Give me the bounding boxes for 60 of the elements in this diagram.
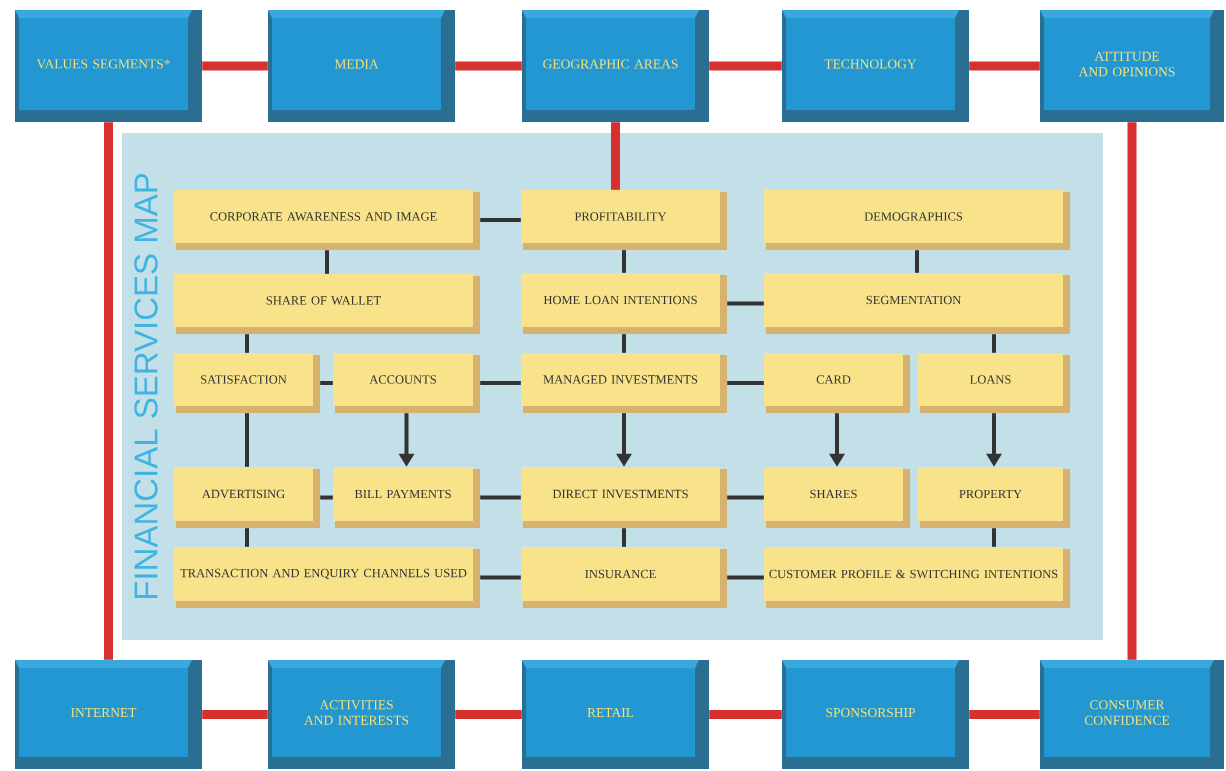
block: MEDIA xyxy=(268,10,455,122)
topic-box: BILL PAYMENTS xyxy=(333,467,480,528)
connector-line xyxy=(992,528,996,547)
topic-box: TRANSACTION AND ENQUIRY CHANNELS USED xyxy=(174,547,480,608)
block: RETAIL xyxy=(522,660,709,769)
connector-line xyxy=(622,250,626,273)
topic-box: CORPORATE AWARENESS AND IMAGE xyxy=(174,190,480,250)
block: CONSUMER CONFIDENCE xyxy=(1040,660,1224,769)
connector-line xyxy=(709,61,782,71)
connector-line xyxy=(245,413,249,467)
connector-line xyxy=(104,122,113,660)
connector-line xyxy=(969,710,1040,719)
connector-line xyxy=(622,528,626,547)
topic-box: PROPERTY xyxy=(918,467,1070,528)
topic-box: SATISFACTION xyxy=(174,353,320,413)
block: ACTIVITIES AND INTERESTS xyxy=(268,660,455,769)
topic-box: PROFITABILITY xyxy=(521,190,727,250)
connector-line xyxy=(992,334,996,353)
connector-line xyxy=(320,381,333,385)
block: ATTITUDE AND OPINIONS xyxy=(1040,10,1224,122)
connector-line xyxy=(480,575,521,580)
connector-line xyxy=(455,61,522,71)
topic-box: SEGMENTATION xyxy=(764,273,1070,334)
topic-box: SHARE OF WALLET xyxy=(174,274,480,334)
connector-line xyxy=(915,250,919,273)
connector-line xyxy=(727,575,764,580)
block: SPONSORSHIP xyxy=(782,660,969,769)
block: GEOGRAPHIC AREAS xyxy=(522,10,709,122)
connector-line xyxy=(611,122,620,190)
connector-line xyxy=(622,334,626,353)
connector-line xyxy=(202,61,268,71)
connector-line xyxy=(202,710,268,719)
topic-box: SHARES xyxy=(764,467,910,528)
connector-line xyxy=(727,381,764,385)
topic-box: MANAGED INVESTMENTS xyxy=(521,353,727,413)
connector-line xyxy=(245,334,249,353)
connector-line xyxy=(320,495,333,500)
topic-box: ACCOUNTS xyxy=(333,353,480,413)
connector-line xyxy=(727,301,764,306)
topic-box: CUSTOMER PROFILE & SWITCHING INTENTIONS xyxy=(764,547,1070,608)
connector-line xyxy=(727,495,764,500)
connector-line xyxy=(480,495,521,500)
topic-box: LOANS xyxy=(918,353,1070,413)
topic-box: INSURANCE xyxy=(521,547,727,608)
connector-line xyxy=(1127,122,1137,660)
block: TECHNOLOGY xyxy=(782,10,969,122)
block: INTERNET xyxy=(15,660,202,769)
block: VALUES SEGMENTS* xyxy=(15,10,202,122)
connector-line xyxy=(969,61,1040,71)
connector-line xyxy=(325,250,329,274)
topic-box: ADVERTISING xyxy=(174,467,320,528)
connector-line xyxy=(709,710,782,719)
topic-box: CARD xyxy=(764,353,910,413)
connector-line xyxy=(455,710,522,719)
topic-box: HOME LOAN INTENTIONS xyxy=(521,273,727,334)
connector-line xyxy=(480,381,521,385)
connector-line xyxy=(480,218,521,222)
topic-box: DEMOGRAPHICS xyxy=(764,190,1070,250)
topic-box: DIRECT INVESTMENTS xyxy=(521,467,727,528)
connector-line xyxy=(245,528,249,547)
